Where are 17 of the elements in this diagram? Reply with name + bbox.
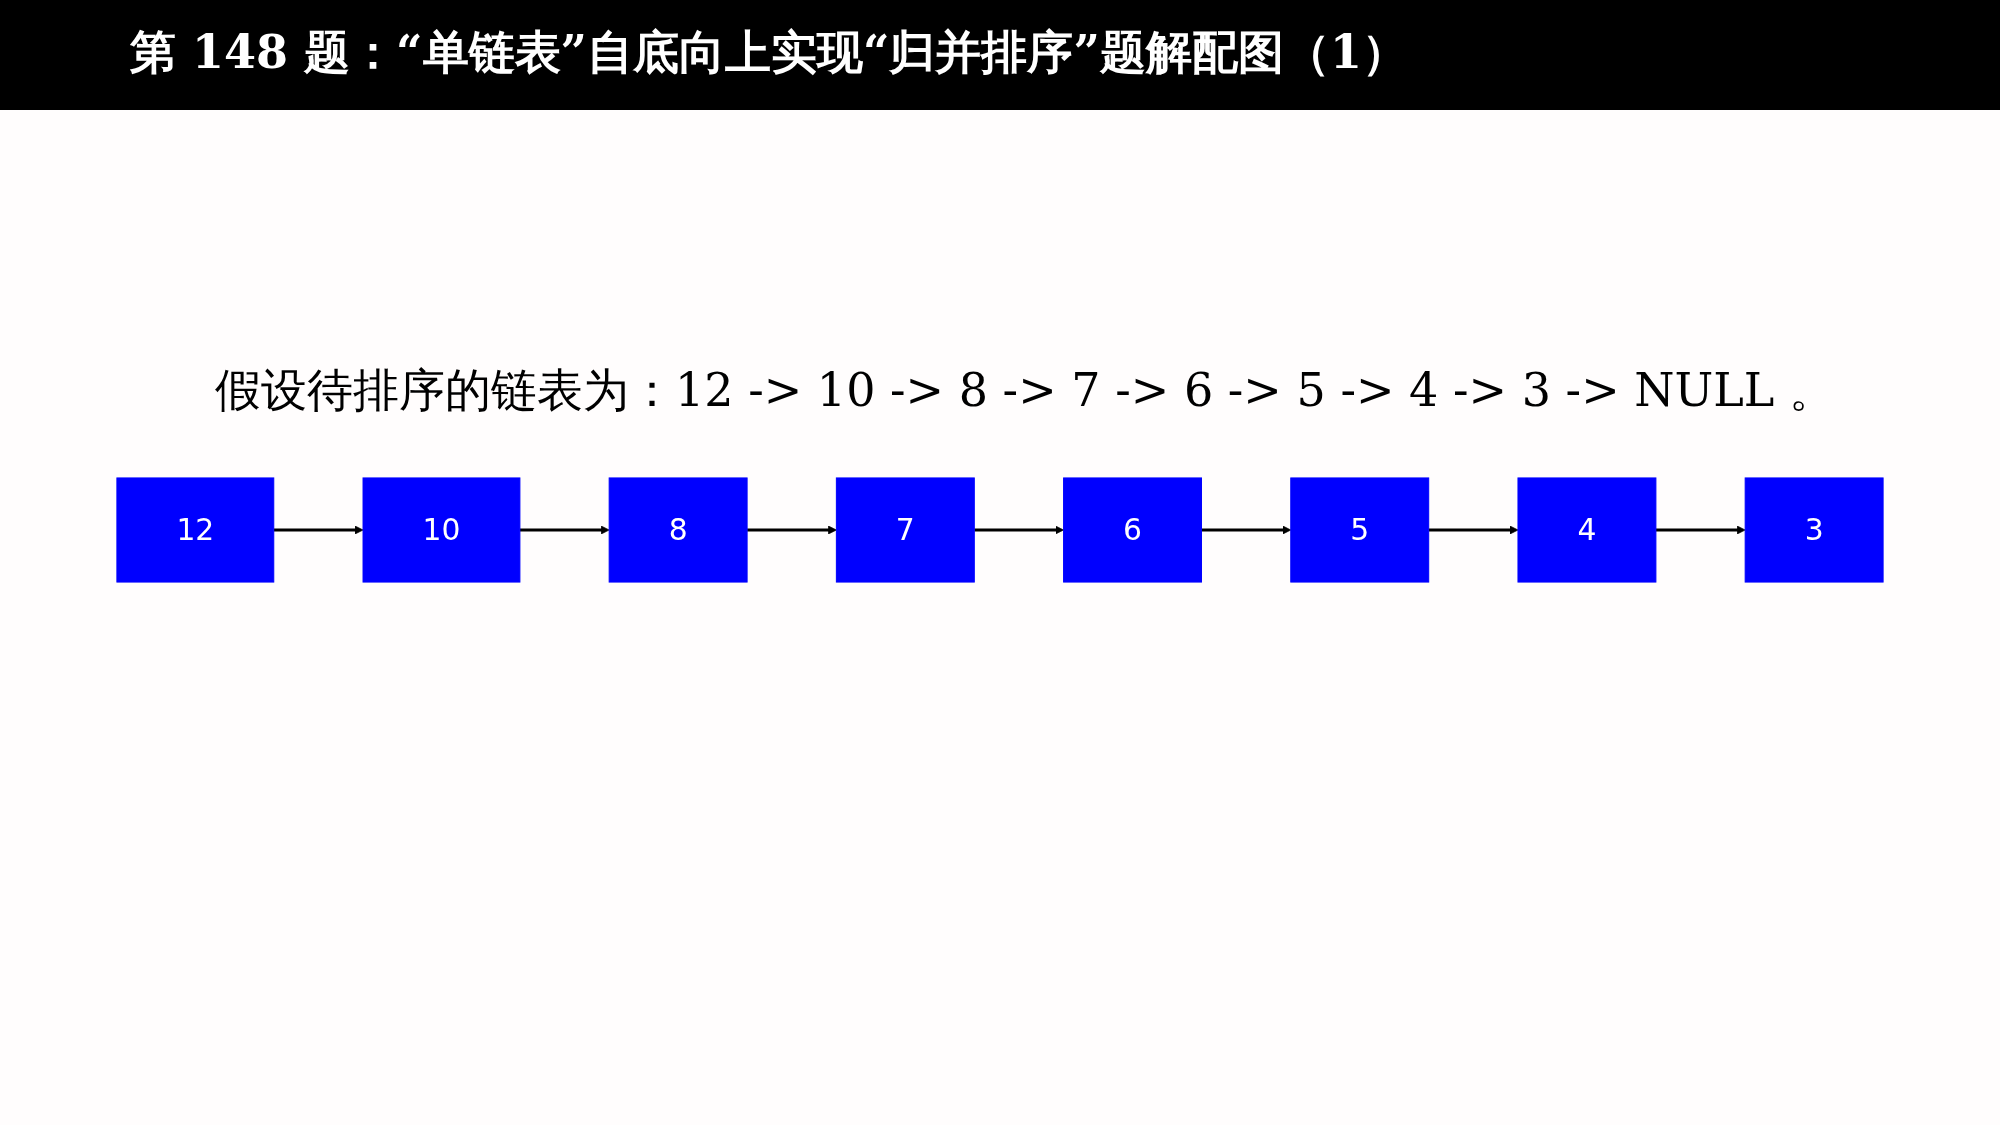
note-text: 假设待排序的链表为：12 -> 10 -> 8 -> 7 -> 6 -> 5 -> 4 -> 3 -> NULL 。 <box>215 362 1836 419</box>
node-box: 4 <box>1517 477 1657 583</box>
title: 第 148 题：“单链表”自底向上实现“归并排序”题解配图（1） <box>130 24 1408 81</box>
arrow <box>519 525 610 535</box>
node-box: 10 <box>362 477 521 583</box>
arrow <box>1655 525 1746 535</box>
node-box: 12 <box>116 477 275 583</box>
arrow <box>1428 525 1519 535</box>
node-box: 8 <box>608 477 748 583</box>
arrow <box>1201 525 1292 535</box>
node-box: 3 <box>1744 477 1884 583</box>
arrow <box>747 525 837 535</box>
arrow <box>974 525 1064 535</box>
node-box: 5 <box>1290 477 1430 583</box>
node-box: 7 <box>835 477 975 583</box>
arrow <box>273 525 364 535</box>
node-box: 6 <box>1063 477 1202 583</box>
